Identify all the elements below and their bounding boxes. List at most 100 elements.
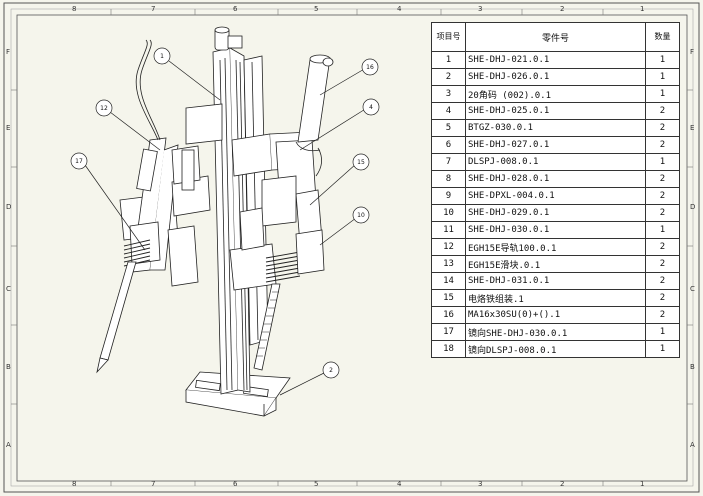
bom-item-no: 12	[431, 238, 466, 256]
bom-item-no: 9	[431, 187, 466, 205]
balloon	[361, 58, 379, 76]
bom-part-no: SHE-DHJ-025.0.1	[465, 102, 646, 120]
balloon-label: 2	[329, 367, 333, 374]
bom-part-no: SHE-DHJ-029.0.1	[465, 204, 646, 222]
bom-qty: 2	[645, 289, 680, 307]
bom-part-no: SHE-DHJ-028.0.1	[465, 170, 646, 188]
bom-header-part-no: 零件号	[465, 22, 646, 52]
zone-label: 3	[478, 5, 483, 13]
zone-label: 6	[233, 5, 238, 13]
bom-part-no: SHE-DHJ-026.0.1	[465, 68, 646, 86]
bom-qty: 2	[645, 255, 680, 273]
bom-header-qty: 数量	[645, 22, 680, 52]
zone-label: E	[6, 124, 11, 132]
zone-label: 1	[640, 480, 645, 488]
zone-label: F	[690, 48, 695, 56]
bom-part-no: SHE-DHJ-030.0.1	[465, 221, 646, 239]
bom-part-no: EGH15E滑块.0.1	[465, 255, 646, 273]
bom-header-row: 项目号 零件号 数量	[431, 22, 680, 52]
zone-label: 6	[233, 480, 238, 488]
zone-label: 2	[560, 480, 565, 488]
balloon-label: 16	[366, 64, 374, 71]
bom-part-no: 20角码 (002).0.1	[465, 85, 646, 103]
bom-qty: 2	[645, 272, 680, 290]
bom-item-no: 7	[431, 153, 466, 171]
bom-item-no: 4	[431, 102, 466, 120]
zone-label: 7	[151, 5, 156, 13]
balloon-label: 10	[357, 212, 365, 219]
bom-part-no: 镜向DLSPJ-008.0.1	[465, 340, 646, 358]
bom-item-no: 10	[431, 204, 466, 222]
zone-label: A	[6, 441, 11, 449]
balloon	[153, 47, 171, 65]
bom-qty: 1	[645, 323, 680, 341]
zone-label: D	[690, 203, 696, 211]
bom-item-no: 5	[431, 119, 466, 137]
bom-item-no: 18	[431, 340, 466, 358]
balloon-label: 4	[369, 104, 373, 111]
bom-part-no: SHE-DHJ-021.0.1	[465, 51, 646, 69]
bom-part-no: DLSPJ-008.0.1	[465, 153, 646, 171]
bom-qty: 1	[645, 221, 680, 239]
bom-part-no: SHE-DHJ-031.0.1	[465, 272, 646, 290]
zone-label: 2	[560, 5, 565, 13]
zone-label: 4	[397, 5, 402, 13]
zone-label: F	[6, 48, 11, 56]
zone-label: 3	[478, 480, 483, 488]
zone-label: C	[6, 285, 11, 293]
bom-qty: 2	[645, 170, 680, 188]
balloon-label: 12	[100, 105, 108, 112]
zone-label: B	[6, 363, 11, 371]
bom-qty: 2	[645, 238, 680, 256]
assembly-drawing: 1 12 17 16 4 15 10 2	[70, 26, 380, 417]
zone-label: 1	[640, 5, 645, 13]
balloon-label: 15	[357, 159, 365, 166]
balloon-label: 17	[75, 158, 83, 165]
bom-item-no: 17	[431, 323, 466, 341]
zone-label: 7	[151, 480, 156, 488]
bom-item-no: 14	[431, 272, 466, 290]
bom-qty: 2	[645, 119, 680, 137]
bom-header-item-no: 项目号	[431, 22, 466, 52]
bom-part-no: 镜向SHE-DHJ-030.0.1	[465, 323, 646, 341]
bom-qty: 1	[645, 340, 680, 358]
bom-part-no: MA16x30SU(0)+().1	[465, 306, 646, 324]
bom-item-no: 1	[431, 51, 466, 69]
balloon	[322, 361, 340, 379]
zone-label: 5	[314, 5, 319, 13]
zone-label: A	[690, 441, 695, 449]
bom-part-no: 电烙铁组装.1	[465, 289, 646, 307]
balloon	[95, 99, 113, 117]
bom-qty: 2	[645, 204, 680, 222]
bom-qty: 2	[645, 306, 680, 324]
bom-item-no: 16	[431, 306, 466, 324]
zone-label: 4	[397, 480, 402, 488]
bom-item-no: 6	[431, 136, 466, 154]
bom-qty: 1	[645, 51, 680, 69]
bom-item-no: 8	[431, 170, 466, 188]
bom-item-no: 2	[431, 68, 466, 86]
zone-label: 8	[72, 5, 77, 13]
balloon	[362, 98, 380, 116]
bom-qty: 2	[645, 136, 680, 154]
bom-qty: 1	[645, 85, 680, 103]
bom-part-no: BTGZ-030.0.1	[465, 119, 646, 137]
